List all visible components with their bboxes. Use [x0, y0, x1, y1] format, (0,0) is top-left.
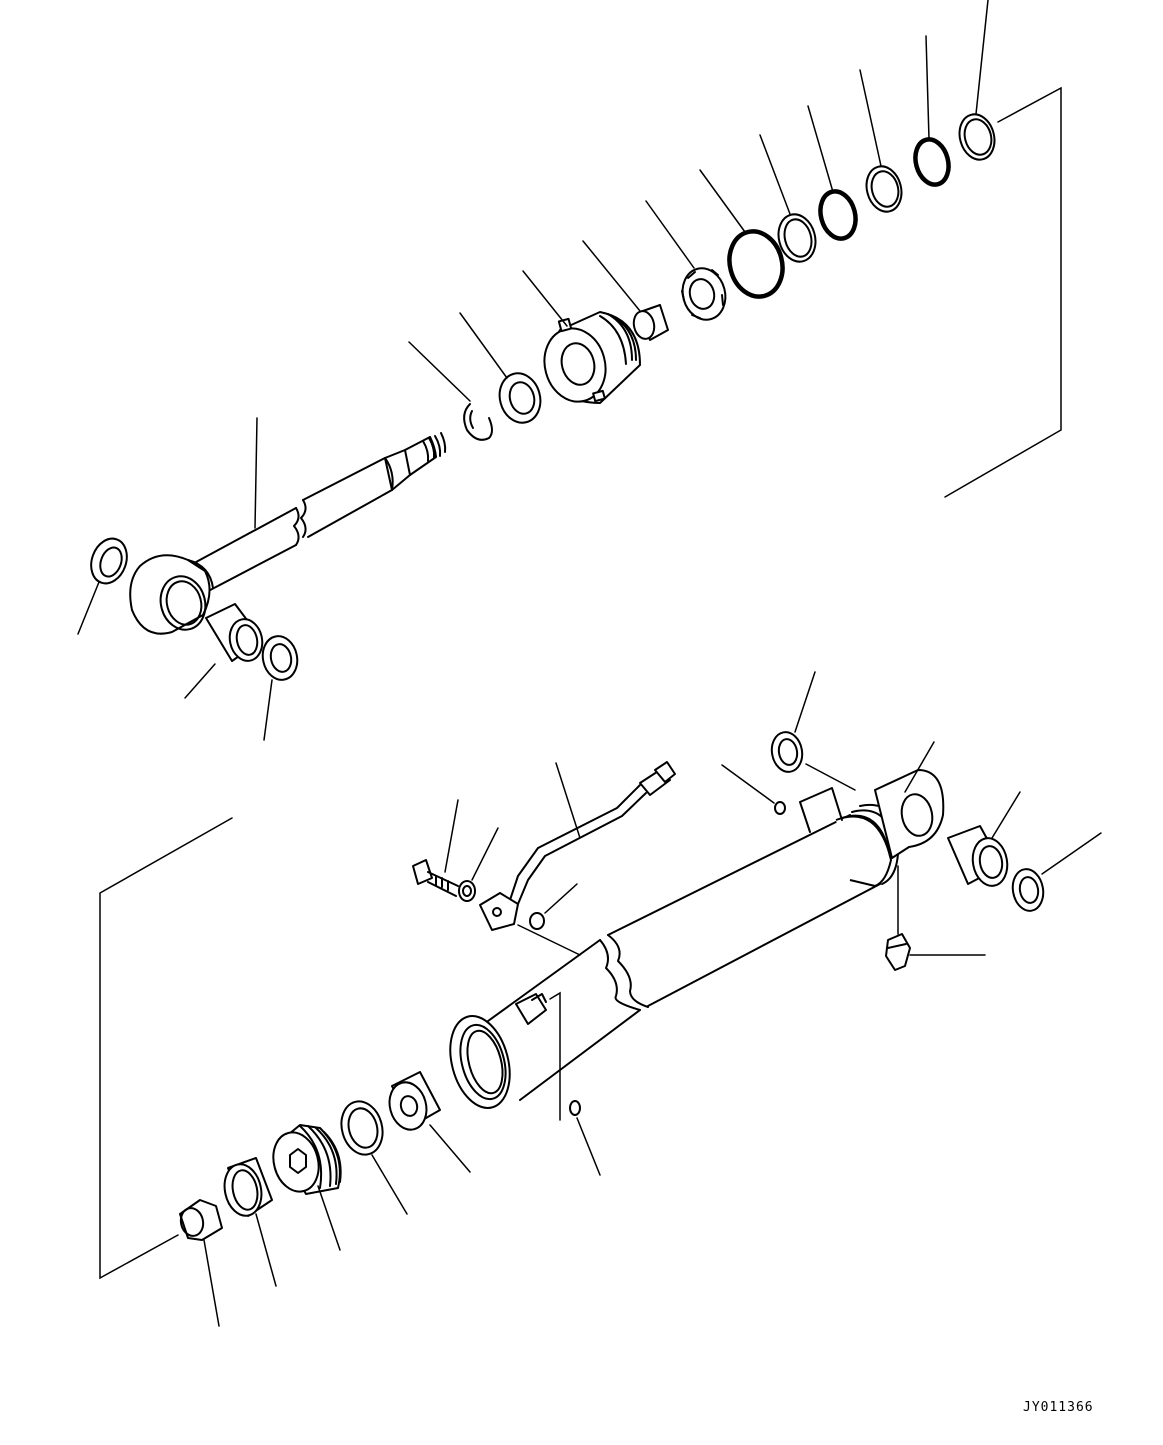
backup-ring-3: [958, 0, 996, 161]
rod-eye: [129, 554, 214, 635]
head-nut: [179, 1199, 223, 1327]
spring-washer: [458, 827, 499, 902]
upper-group-frame: [944, 86, 1062, 498]
flange-bolt: [412, 799, 459, 897]
piston-nut: [582, 240, 669, 341]
o-ring-2: [913, 35, 951, 187]
snap-ring: [408, 341, 493, 441]
lock-nut: [645, 200, 727, 321]
backup-ring: [459, 312, 542, 424]
rod-eye-dust-seal-right: [261, 635, 299, 741]
rod-eye-dust-seal-left: [77, 537, 128, 635]
piston-rod: [184, 417, 447, 599]
piston: [522, 270, 641, 404]
head-wiper-ring: [223, 1157, 277, 1287]
flange-o-ring: [529, 883, 578, 930]
rod-eye-bushing: [184, 603, 264, 699]
piston-ring-1: [699, 169, 785, 299]
grease-fitting: [885, 865, 986, 971]
cylinder-tube: [476, 769, 945, 1101]
port-o-ring: [569, 1100, 601, 1176]
tube-mouth: [449, 1015, 511, 1109]
head-backup-ring: [340, 1100, 408, 1215]
cylinder-head: [388, 1071, 471, 1173]
eye-leader: [904, 741, 935, 793]
cylinder-bottom-dust-seal: [1011, 832, 1102, 912]
wear-ring-1: [759, 134, 817, 263]
o-ring-1: [807, 105, 858, 241]
head-threaded-collar: [272, 1124, 342, 1251]
cylinder-dust-seal-top: [770, 671, 856, 791]
port-boss: [515, 991, 561, 1121]
cylinder-bottom-bushing: [947, 791, 1021, 887]
lower-group-frame: [99, 817, 233, 1280]
drawing-code: JY011366: [1023, 1400, 1094, 1415]
backup-ring-2: [859, 69, 903, 213]
head-o-ring: [721, 764, 786, 815]
pipe-flange: [479, 892, 581, 956]
hydraulic-pipe: [509, 761, 676, 905]
